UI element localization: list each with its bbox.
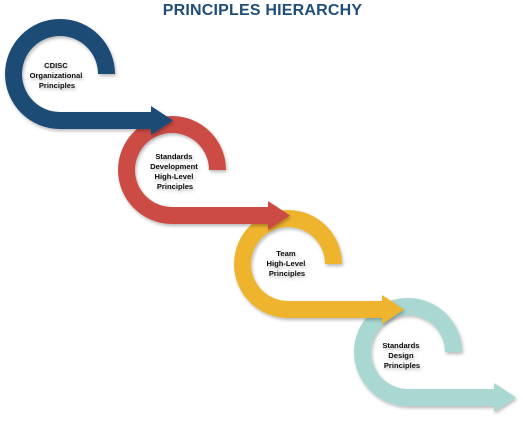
step-2-label: Standards Development High-Level Princip… [150,152,200,191]
step-3-label: Team High-Level Principles [267,249,308,278]
step-4-arrow-head [494,383,516,412]
step-1-label: CDISC Organizational Principles [30,61,85,90]
step-2-arrow-head [268,201,290,230]
step-4-arrow-shaft [408,389,496,406]
step-2-swirl-arrow [118,116,226,224]
step-3-group: Team High-Level Principles [234,210,404,324]
step-2-arrow-shaft [172,207,270,224]
diagram-title: PRINCIPLES HIERARCHY [162,2,363,19]
step-1-arrow-head [151,106,173,135]
step-1-swirl-arrow [5,19,115,129]
step-3-arrow-shaft [288,301,384,318]
step-3-arrow-head [382,295,404,324]
step-4-label: Standards Design Principles [382,341,421,370]
step-3-swirl-arrow [234,210,342,318]
step-1-arrow-shaft [60,112,153,129]
step-4-group: Standards Design Principles [354,298,516,412]
step-4-swirl-arrow [354,298,462,406]
step-1-group: CDISC Organizational Principles [5,19,173,135]
step-2-group: Standards Development High-Level Princip… [118,116,290,230]
